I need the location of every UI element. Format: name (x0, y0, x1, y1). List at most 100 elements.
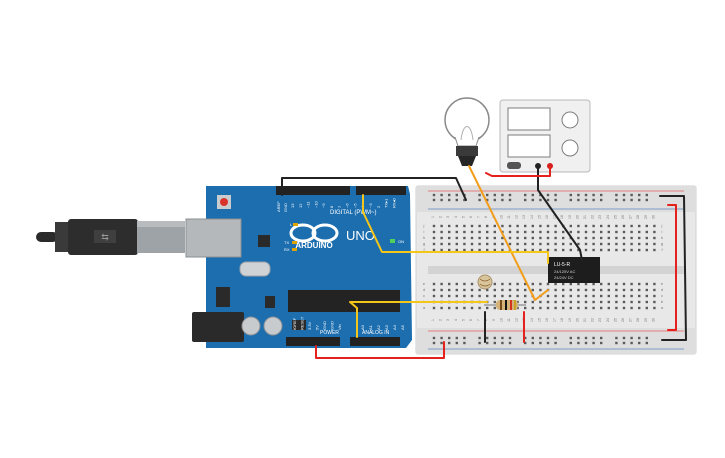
breadboard-hole[interactable] (645, 236, 648, 240)
breadboard-hole[interactable] (577, 248, 580, 252)
breadboard-hole[interactable] (645, 242, 648, 246)
rail-hole[interactable] (584, 336, 588, 340)
breadboard-hole[interactable] (653, 248, 656, 252)
rail-hole[interactable] (501, 341, 504, 345)
breadboard-hole[interactable] (600, 230, 603, 234)
breadboard-hole[interactable] (463, 294, 466, 298)
breadboard-hole[interactable] (554, 236, 557, 240)
breadboard-hole[interactable] (622, 306, 626, 310)
breadboard-hole[interactable] (584, 242, 588, 246)
breadboard-hole[interactable] (615, 282, 618, 286)
digital-header-right[interactable] (356, 186, 406, 195)
breadboard-hole[interactable] (638, 236, 641, 240)
rail-hole[interactable] (493, 193, 496, 197)
breadboard-hole[interactable] (455, 242, 458, 246)
breadboard-hole[interactable] (554, 294, 557, 298)
rail-hole[interactable] (478, 198, 481, 202)
breadboard-hole[interactable] (592, 236, 595, 240)
breadboard-hole[interactable] (531, 306, 534, 310)
breadboard-hole[interactable] (622, 236, 626, 240)
breadboard-hole[interactable] (531, 288, 534, 292)
breadboard-hole[interactable] (554, 242, 557, 246)
breadboard-hole[interactable] (638, 242, 641, 246)
breadboard-hole[interactable] (486, 248, 489, 252)
breadboard-hole[interactable] (432, 224, 436, 228)
rail-hole[interactable] (630, 341, 633, 345)
rail-hole[interactable] (508, 198, 512, 202)
reset-button[interactable] (220, 198, 228, 206)
breadboard-hole[interactable] (653, 230, 656, 234)
breadboard-hole[interactable] (516, 230, 519, 234)
breadboard-hole[interactable] (615, 242, 618, 246)
rail-hole[interactable] (455, 193, 458, 197)
breadboard-hole[interactable] (569, 230, 572, 234)
breadboard-hole[interactable] (508, 236, 512, 240)
breadboard-hole[interactable] (622, 242, 626, 246)
breadboard-hole[interactable] (524, 282, 527, 286)
breadboard-hole[interactable] (440, 248, 443, 252)
breadboard-hole[interactable] (592, 242, 595, 246)
breadboard-hole[interactable] (463, 224, 466, 228)
breadboard-hole[interactable] (630, 248, 633, 252)
breadboard-hole[interactable] (486, 224, 489, 228)
breadboard-hole[interactable] (516, 306, 519, 310)
breadboard-hole[interactable] (600, 224, 603, 228)
rail-hole[interactable] (546, 341, 550, 345)
breadboard-hole[interactable] (592, 282, 595, 286)
rail-hole[interactable] (463, 341, 466, 345)
breadboard-hole[interactable] (592, 294, 595, 298)
breadboard-hole[interactable] (508, 282, 512, 286)
breadboard-hole[interactable] (615, 300, 618, 304)
breadboard-hole[interactable] (562, 282, 565, 286)
breadboard-hole[interactable] (600, 282, 603, 286)
breadboard-hole[interactable] (539, 224, 542, 228)
rail-hole[interactable] (645, 193, 648, 197)
breadboard-hole[interactable] (516, 294, 519, 298)
breadboard-hole[interactable] (569, 300, 572, 304)
rail-hole[interactable] (432, 336, 436, 340)
breadboard-hole[interactable] (455, 294, 458, 298)
breadboard-hole[interactable] (577, 306, 580, 310)
breadboard-hole[interactable] (455, 224, 458, 228)
rail-hole[interactable] (524, 198, 527, 202)
breadboard-hole[interactable] (455, 282, 458, 286)
usb-cable[interactable]: ⇆ (36, 219, 185, 255)
rail-hole[interactable] (486, 341, 489, 345)
breadboard-hole[interactable] (615, 306, 618, 310)
breadboard-hole[interactable] (501, 288, 504, 292)
breadboard-hole[interactable] (432, 306, 436, 310)
rail-hole[interactable] (501, 198, 504, 202)
breadboard-hole[interactable] (577, 236, 580, 240)
breadboard-hole[interactable] (463, 288, 466, 292)
breadboard-hole[interactable] (516, 282, 519, 286)
breadboard-hole[interactable] (463, 248, 466, 252)
breadboard-hole[interactable] (455, 306, 458, 310)
breadboard-hole[interactable] (432, 236, 436, 240)
power-supply[interactable] (499, 99, 591, 173)
breadboard-hole[interactable] (554, 282, 557, 286)
breadboard-hole[interactable] (653, 282, 656, 286)
rail-hole[interactable] (592, 336, 595, 340)
breadboard-hole[interactable] (470, 224, 474, 228)
breadboard-hole[interactable] (539, 306, 542, 310)
breadboard-hole[interactable] (653, 236, 656, 240)
breadboard-hole[interactable] (584, 294, 588, 298)
breadboard-hole[interactable] (463, 236, 466, 240)
rail-hole[interactable] (478, 193, 481, 197)
breadboard-hole[interactable] (569, 224, 572, 228)
breadboard-hole[interactable] (463, 230, 466, 234)
breadboard-hole[interactable] (546, 230, 550, 234)
breadboard-hole[interactable] (440, 294, 443, 298)
breadboard-hole[interactable] (539, 236, 542, 240)
breadboard-hole[interactable] (562, 306, 565, 310)
breadboard-hole[interactable] (478, 248, 481, 252)
breadboard-hole[interactable] (478, 230, 481, 234)
breadboard-hole[interactable] (470, 236, 474, 240)
rail-hole[interactable] (569, 341, 572, 345)
breadboard-hole[interactable] (607, 306, 610, 310)
breadboard-hole[interactable] (584, 288, 588, 292)
breadboard-hole[interactable] (478, 288, 481, 292)
breadboard-hole[interactable] (516, 248, 519, 252)
breadboard-hole[interactable] (653, 288, 656, 292)
breadboard-hole[interactable] (531, 300, 534, 304)
